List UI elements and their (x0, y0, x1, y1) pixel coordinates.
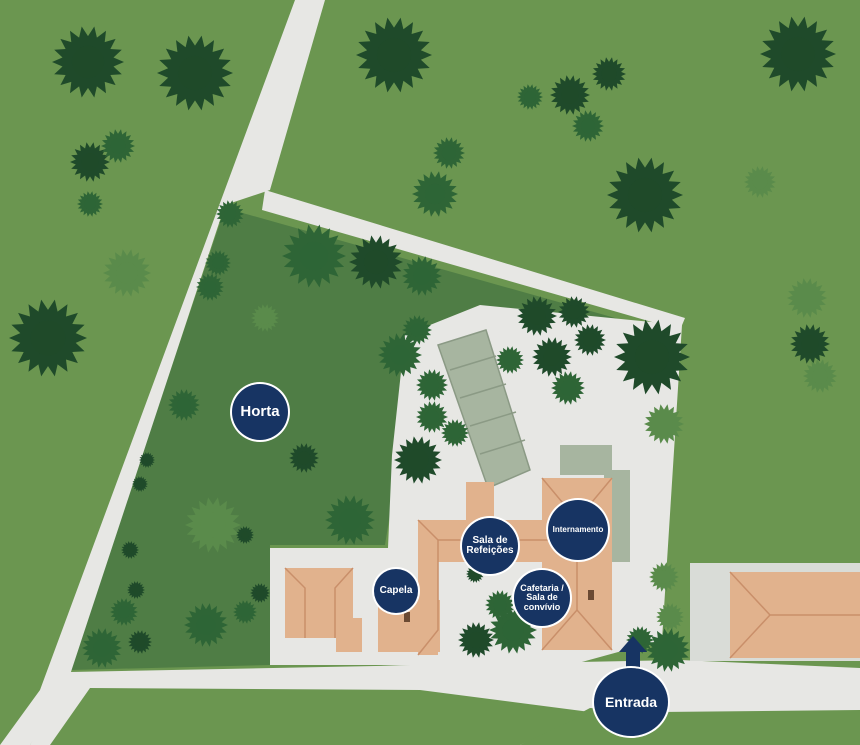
tree (128, 630, 152, 654)
tree (458, 622, 494, 658)
tree (394, 436, 442, 484)
tree (496, 346, 524, 374)
horta-label: Horta (240, 403, 280, 421)
tree (127, 581, 145, 599)
tree (82, 628, 122, 668)
tree (607, 157, 683, 233)
entrance-arrow-stem (626, 651, 640, 673)
tree (110, 598, 138, 626)
tree (592, 57, 626, 91)
tree (551, 371, 585, 405)
internamento-annex (560, 445, 612, 475)
sala-de-refeicoes-marker[interactable]: Sala de Refeições (462, 518, 518, 574)
tree (644, 404, 684, 444)
horta-marker[interactable]: Horta (232, 384, 288, 440)
tree (325, 495, 375, 545)
bottom-lawn (50, 688, 590, 745)
tree (289, 443, 319, 473)
tree (168, 389, 200, 421)
entrada-marker[interactable]: Entrada (594, 668, 668, 736)
left-building (284, 567, 362, 652)
tree (790, 324, 830, 364)
sala-de-refeicoes-label: Sala de Refeições (466, 534, 514, 556)
tree (236, 526, 254, 544)
tree (196, 273, 224, 301)
capela-label: Capela (379, 584, 413, 596)
cafetaria-marker[interactable]: Cafetaria / Sala de convívio (514, 570, 570, 626)
tree (744, 166, 776, 198)
tree (101, 129, 135, 163)
tree (614, 319, 690, 395)
tree (646, 628, 690, 672)
main-road (0, 0, 325, 745)
tree (9, 299, 87, 377)
internamento-marker[interactable]: Internamento (548, 500, 608, 560)
tree (205, 250, 231, 276)
tree (349, 235, 403, 289)
inner-road (262, 190, 685, 330)
tree (572, 110, 604, 142)
tree (517, 84, 543, 110)
tree (70, 142, 110, 182)
tree (121, 541, 139, 559)
tree (803, 359, 837, 393)
tree (412, 171, 458, 217)
tree (77, 191, 103, 217)
cafetaria-label: Cafetaria / Sala de convívio (520, 582, 564, 612)
tree (132, 476, 148, 492)
internamento-label: Internamento (552, 524, 604, 534)
tree (441, 419, 469, 447)
tree (103, 249, 151, 297)
tree (356, 17, 432, 93)
tree (282, 224, 346, 288)
tree (233, 600, 257, 624)
tree (402, 256, 442, 296)
tree (558, 296, 590, 328)
greenhouse (437, 329, 531, 490)
tree (416, 369, 448, 401)
tree (760, 16, 836, 92)
entrada-label: Entrada (604, 693, 658, 710)
tree (250, 583, 270, 603)
tree (185, 497, 241, 553)
tree (550, 75, 590, 115)
capela-marker[interactable]: Capela (374, 569, 418, 613)
tree (251, 304, 279, 332)
tree (485, 590, 515, 620)
entrance-arrow-icon (619, 636, 647, 652)
tree (433, 137, 465, 169)
tree (649, 562, 679, 592)
tree (656, 603, 684, 631)
tree (157, 35, 233, 111)
right-building (690, 563, 860, 661)
tree (184, 603, 228, 647)
tree (216, 200, 244, 228)
tree (787, 278, 827, 318)
trees (9, 16, 837, 672)
tree (416, 401, 448, 433)
tree (378, 333, 422, 377)
tree (532, 337, 572, 377)
tree (517, 296, 557, 336)
tree (139, 452, 155, 468)
tree (574, 324, 606, 356)
tree (52, 26, 124, 98)
